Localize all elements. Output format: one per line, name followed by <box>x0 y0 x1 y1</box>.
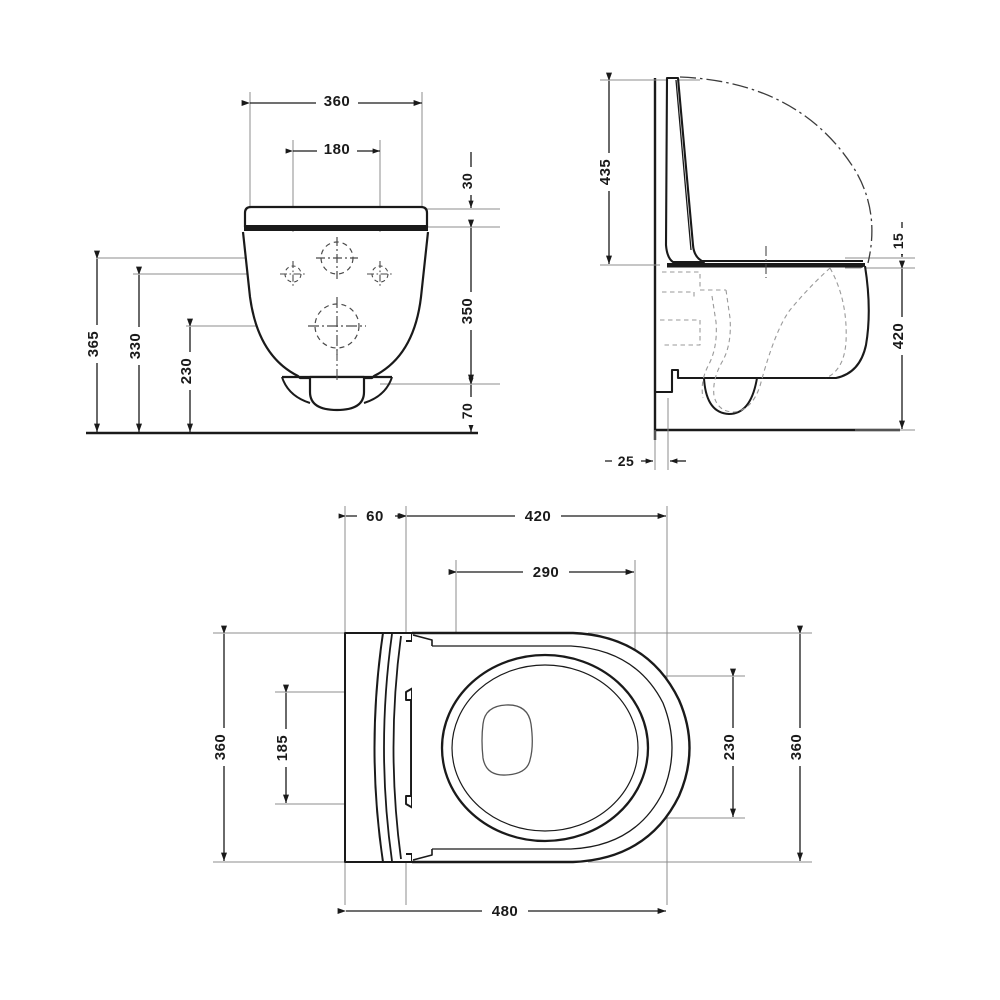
side-elevation-view: 435 15 420 25 <box>597 72 915 470</box>
lid-swing-arc <box>679 76 873 264</box>
wc-side-bowl-body <box>655 265 870 394</box>
hidden-detail <box>662 271 726 291</box>
dim-label-side-15: 15 <box>890 233 906 250</box>
dim-label-plan-360-right: 360 <box>788 734 805 761</box>
wc-side-lid-open <box>664 76 706 264</box>
lid-inner-edge <box>675 79 692 251</box>
dim-label-front-330: 330 <box>127 333 144 360</box>
plan-seat-notch-lower <box>412 849 433 861</box>
plan-view: 60 420 290 480 360 185 230 360 <box>212 506 812 920</box>
plan-seat-inner-outline <box>432 645 673 850</box>
wc-front-skirt-left <box>281 376 311 404</box>
hidden-detail <box>701 295 717 399</box>
wc-front-bowl <box>241 231 430 380</box>
dim-label-plan-360-left: 360 <box>212 734 229 761</box>
dim-label-side-435: 435 <box>597 159 614 186</box>
dim-label-front-30: 30 <box>459 173 475 190</box>
plan-hinge-curve-inner <box>392 635 402 860</box>
hidden-detail <box>660 319 701 346</box>
dim-label-front-230: 230 <box>178 358 195 385</box>
dim-label-plan-480: 480 <box>492 903 519 920</box>
dim-label-side-25: 25 <box>618 453 635 469</box>
wc-front-skirt-right <box>363 376 393 404</box>
plan-bowl-opening <box>440 653 650 843</box>
dim-label-front-365: 365 <box>85 331 102 358</box>
plan-seat-notch <box>412 634 433 646</box>
plan-hinge-curve-mid <box>383 633 393 862</box>
dim-label-plan-420: 420 <box>525 508 552 525</box>
dim-label-front-180: 180 <box>324 141 351 158</box>
dim-label-plan-230: 230 <box>721 734 738 761</box>
plan-bowl-opening-rim <box>451 664 639 832</box>
plan-hinge-curve-outer <box>373 632 384 863</box>
front-elevation-view: 360 180 30 350 70 365 330 230 <box>85 92 500 435</box>
plan-hinge-bracket <box>405 640 414 855</box>
dim-label-front-360: 360 <box>324 93 351 110</box>
dim-label-front-350: 350 <box>459 298 476 325</box>
dim-label-plan-185: 185 <box>274 735 291 762</box>
dim-label-side-420: 420 <box>890 323 907 350</box>
dim-label-plan-60: 60 <box>366 508 384 525</box>
wc-front-outlet <box>308 375 366 412</box>
dim-label-plan-290: 290 <box>533 564 560 581</box>
wc-front-lid <box>243 205 429 229</box>
wc-front-seat-band <box>244 225 428 231</box>
hidden-detail <box>825 267 847 379</box>
hidden-detail <box>662 291 695 300</box>
hidden-detail <box>713 267 831 413</box>
wc-side-bowl-underside <box>703 377 758 415</box>
dim-label-front-70: 70 <box>459 403 475 420</box>
plan-outlet-shape <box>481 704 533 776</box>
